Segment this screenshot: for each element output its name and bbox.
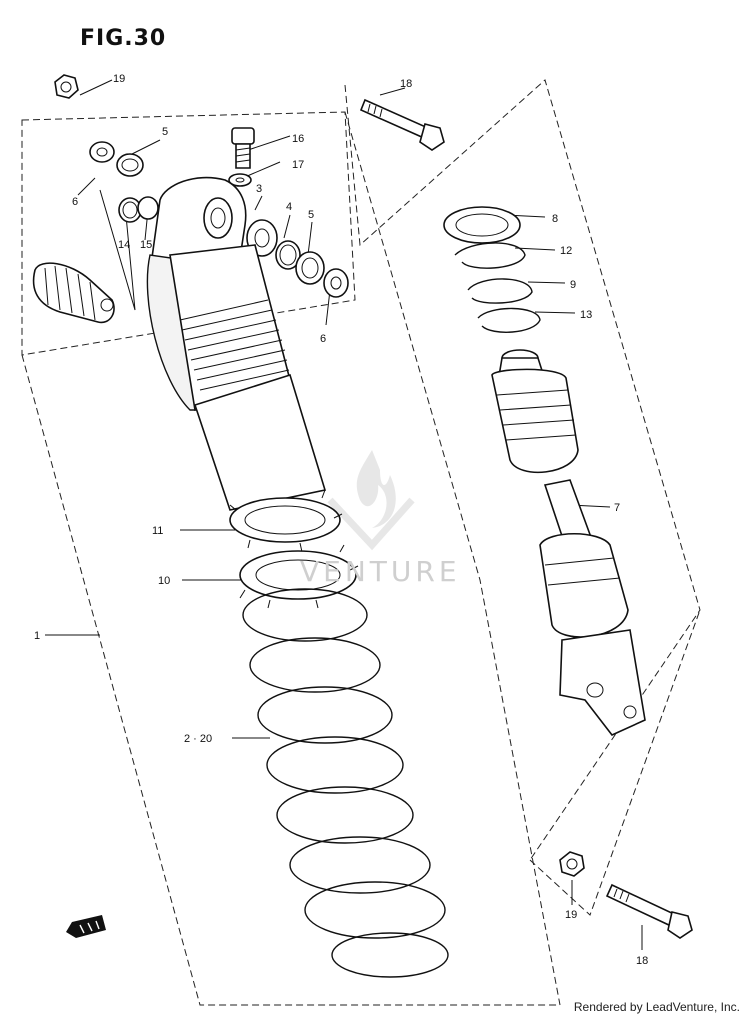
callout-11: 11 xyxy=(152,525,163,537)
coil-spring xyxy=(242,588,449,978)
ring-8 xyxy=(443,206,521,244)
render-credit: Rendered by LeadVenture, Inc. xyxy=(573,1000,740,1014)
callout-13: 13 xyxy=(580,309,592,321)
callout-2-20: 2 · 20 xyxy=(184,733,212,745)
washer-17 xyxy=(228,173,252,187)
damper-group-outline xyxy=(344,79,701,861)
callout-14: 14 xyxy=(118,239,130,251)
bolt-16 xyxy=(231,127,255,169)
callout-9: 9 xyxy=(570,279,576,291)
watermark-text: VENTURE xyxy=(300,555,461,588)
washer-5-left xyxy=(116,153,144,177)
damper-unit xyxy=(491,349,646,736)
callout-labels: 19 5 16 17 3 4 5 6 14 15 6 18 8 12 9 13 … xyxy=(34,73,648,967)
callout-19-bottom: 19 xyxy=(565,909,577,921)
callout-4: 4 xyxy=(286,201,292,213)
flange-nut-19-top xyxy=(54,74,79,99)
spring-seat-11 xyxy=(229,489,343,553)
spring-seat-10 xyxy=(239,544,359,609)
callout-5-left: 5 xyxy=(162,126,168,138)
bushing-6-right xyxy=(323,268,349,298)
oring-4 xyxy=(275,240,301,270)
callout-18-top: 18 xyxy=(400,78,412,90)
callout-8: 8 xyxy=(552,213,558,225)
oring-15 xyxy=(137,196,159,220)
ring-12 xyxy=(454,242,526,269)
callout-7: 7 xyxy=(614,502,620,514)
leadventure-flame-logo xyxy=(327,450,415,551)
washer-5-right xyxy=(295,251,325,285)
callout-18-bottom: 18 xyxy=(636,955,648,967)
callout-3: 3 xyxy=(256,183,262,195)
rubber-boot xyxy=(32,262,115,324)
callout-15: 15 xyxy=(140,239,152,251)
ring-9 xyxy=(467,278,533,304)
callout-17: 17 xyxy=(292,159,304,171)
leader-lines xyxy=(45,79,643,950)
bolt-18-bottom xyxy=(605,883,693,939)
callout-16: 16 xyxy=(292,133,304,145)
callout-5-right: 5 xyxy=(308,209,314,221)
callout-19-top: 19 xyxy=(113,73,125,85)
upper-group-outline xyxy=(21,111,356,356)
bolt-18-top xyxy=(359,98,445,151)
callout-12: 12 xyxy=(560,245,572,257)
lower-bolt-outline xyxy=(529,609,701,916)
callout-6-right: 6 xyxy=(320,333,326,345)
callout-6-left: 6 xyxy=(72,196,78,208)
front-arrow-icon xyxy=(66,915,106,938)
shock-body xyxy=(146,176,327,511)
ring-13 xyxy=(477,307,541,333)
main-group-outline-left xyxy=(21,354,560,1006)
flange-nut-19-bottom xyxy=(559,851,585,877)
callout-1: 1 xyxy=(34,630,40,642)
bushing-6-left xyxy=(89,141,115,163)
callout-10: 10 xyxy=(158,575,170,587)
figure-title: FIG.30 xyxy=(80,26,167,51)
